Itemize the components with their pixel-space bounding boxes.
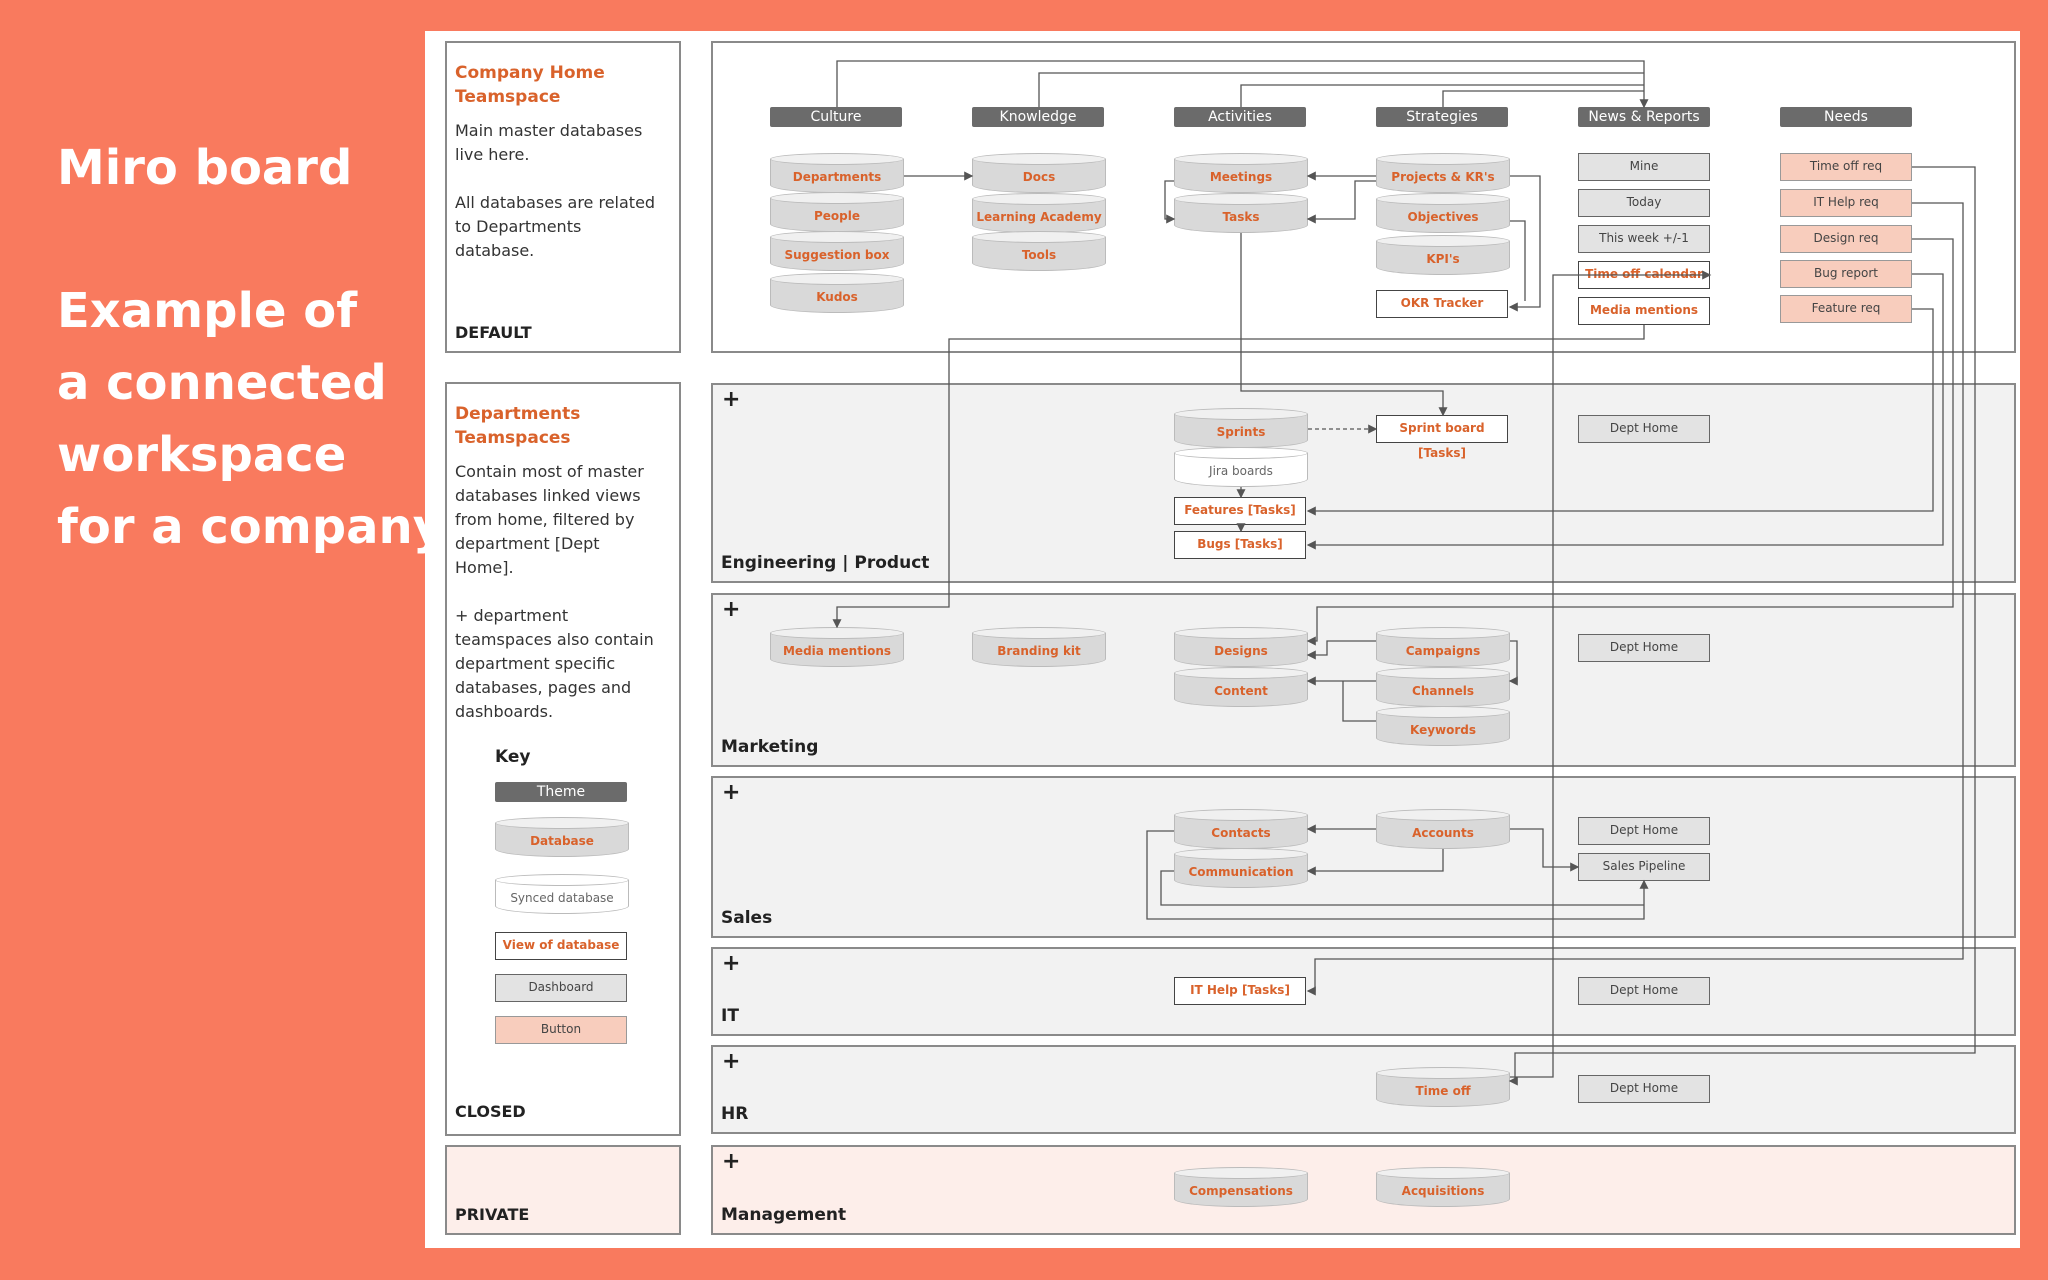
key-button: Button [495, 1016, 627, 1044]
area-label: Marketing [721, 737, 819, 757]
theme-needs: Needs [1780, 107, 1912, 127]
sales-area: + Sales [711, 776, 2016, 938]
area-label: HR [721, 1104, 749, 1124]
dashboard-mine[interactable]: Mine [1578, 153, 1710, 181]
db-sprints[interactable]: Sprints [1174, 408, 1308, 448]
panel-footer: PRIVATE [455, 1205, 530, 1224]
db-designs[interactable]: Designs [1174, 627, 1308, 667]
dashboard-this-week[interactable]: This week +/-1 [1578, 225, 1710, 253]
board-title: Miro board [57, 140, 353, 196]
db-kpis[interactable]: KPI's [1376, 235, 1510, 275]
db-learning-academy[interactable]: Learning Academy [972, 193, 1106, 233]
theme-news-reports: News & Reports [1578, 107, 1710, 127]
it-area: + IT [711, 947, 2016, 1036]
db-keywords[interactable]: Keywords [1376, 706, 1510, 746]
db-acquisitions[interactable]: Acquisitions [1376, 1167, 1510, 1207]
add-plus-icon[interactable]: + [722, 387, 741, 412]
key-dashboard: Dashboard [495, 974, 627, 1002]
button-time-off-req[interactable]: Time off req [1780, 153, 1912, 181]
db-accounts[interactable]: Accounts [1376, 809, 1510, 849]
private-panel: PRIVATE [445, 1145, 681, 1235]
subtitle-line-2: a connected [57, 355, 387, 411]
management-area: + Management [711, 1145, 2016, 1235]
dashboard-dept-home-sales[interactable]: Dept Home [1578, 817, 1710, 845]
db-channels[interactable]: Channels [1376, 667, 1510, 707]
db-jira-boards[interactable]: Jira boards [1174, 447, 1308, 487]
key-synced-database: Synced database [495, 874, 629, 914]
db-kudos[interactable]: Kudos [770, 273, 904, 313]
button-feature-req[interactable]: Feature req [1780, 295, 1912, 323]
button-it-help-req[interactable]: IT Help req [1780, 189, 1912, 217]
view-sprint-board-tasks[interactable]: Sprint board [Tasks] [1376, 415, 1508, 460]
db-campaigns[interactable]: Campaigns [1376, 627, 1510, 667]
db-docs[interactable]: Docs [972, 153, 1106, 193]
hr-area: + HR [711, 1045, 2016, 1134]
db-contacts[interactable]: Contacts [1174, 809, 1308, 849]
key-theme: Theme [495, 782, 627, 802]
db-objectives[interactable]: Objectives [1376, 193, 1510, 233]
dashboard-dept-home-mkt[interactable]: Dept Home [1578, 634, 1710, 662]
db-departments[interactable]: Departments [770, 153, 904, 193]
view-features-tasks[interactable]: Features [Tasks] [1174, 497, 1306, 525]
key-view-of-database: View of database [495, 932, 627, 960]
area-label: Management [721, 1205, 847, 1225]
dashboard-today[interactable]: Today [1578, 189, 1710, 217]
db-tools[interactable]: Tools [972, 231, 1106, 271]
dashboard-sales-pipeline[interactable]: Sales Pipeline [1578, 853, 1710, 881]
theme-strategies: Strategies [1376, 107, 1508, 127]
db-projects-krs[interactable]: Projects & KR's [1376, 153, 1510, 193]
subtitle-line-1: Example of [57, 283, 358, 339]
marketing-area: + Marketing [711, 593, 2016, 767]
subtitle-line-3: workspace [57, 427, 347, 483]
db-communication[interactable]: Communication [1174, 848, 1308, 888]
view-bugs-tasks[interactable]: Bugs [Tasks] [1174, 531, 1306, 559]
subtitle-line-4: for a company [57, 499, 444, 555]
view-it-help-tasks[interactable]: IT Help [Tasks] [1174, 977, 1306, 1005]
db-content[interactable]: Content [1174, 667, 1308, 707]
dashboard-dept-home-it[interactable]: Dept Home [1578, 977, 1710, 1005]
theme-knowledge: Knowledge [972, 107, 1104, 127]
key-title: Key [495, 747, 531, 767]
db-compensations[interactable]: Compensations [1174, 1167, 1308, 1207]
engineering-area: + Engineering | Product [711, 383, 2016, 583]
panel-footer: DEFAULT [455, 323, 532, 342]
db-meetings[interactable]: Meetings [1174, 153, 1308, 193]
add-plus-icon[interactable]: + [722, 1049, 741, 1074]
db-media-mentions[interactable]: Media mentions [770, 627, 904, 667]
theme-culture: Culture [770, 107, 902, 127]
view-okr-tracker[interactable]: OKR Tracker [1376, 290, 1508, 318]
panel-footer: CLOSED [455, 1102, 526, 1121]
area-label: Sales [721, 908, 773, 928]
button-design-req[interactable]: Design req [1780, 225, 1912, 253]
add-plus-icon[interactable]: + [722, 1149, 741, 1174]
dashboard-dept-home-hr[interactable]: Dept Home [1578, 1075, 1710, 1103]
add-plus-icon[interactable]: + [722, 780, 741, 805]
db-branding-kit[interactable]: Branding kit [972, 627, 1106, 667]
theme-activities: Activities [1174, 107, 1306, 127]
db-tasks[interactable]: Tasks [1174, 193, 1308, 233]
button-bug-report[interactable]: Bug report [1780, 260, 1912, 288]
view-time-off-calendar[interactable]: Time off calendar [1578, 261, 1710, 289]
db-suggestion-box[interactable]: Suggestion box [770, 231, 904, 271]
area-label: Engineering | Product [721, 553, 930, 573]
area-label: IT [721, 1006, 739, 1026]
add-plus-icon[interactable]: + [722, 597, 741, 622]
key-database: Database [495, 817, 629, 857]
dashboard-dept-home-eng[interactable]: Dept Home [1578, 415, 1710, 443]
view-media-mentions[interactable]: Media mentions [1578, 297, 1710, 325]
add-plus-icon[interactable]: + [722, 951, 741, 976]
db-people[interactable]: People [770, 192, 904, 232]
db-time-off[interactable]: Time off [1376, 1067, 1510, 1107]
